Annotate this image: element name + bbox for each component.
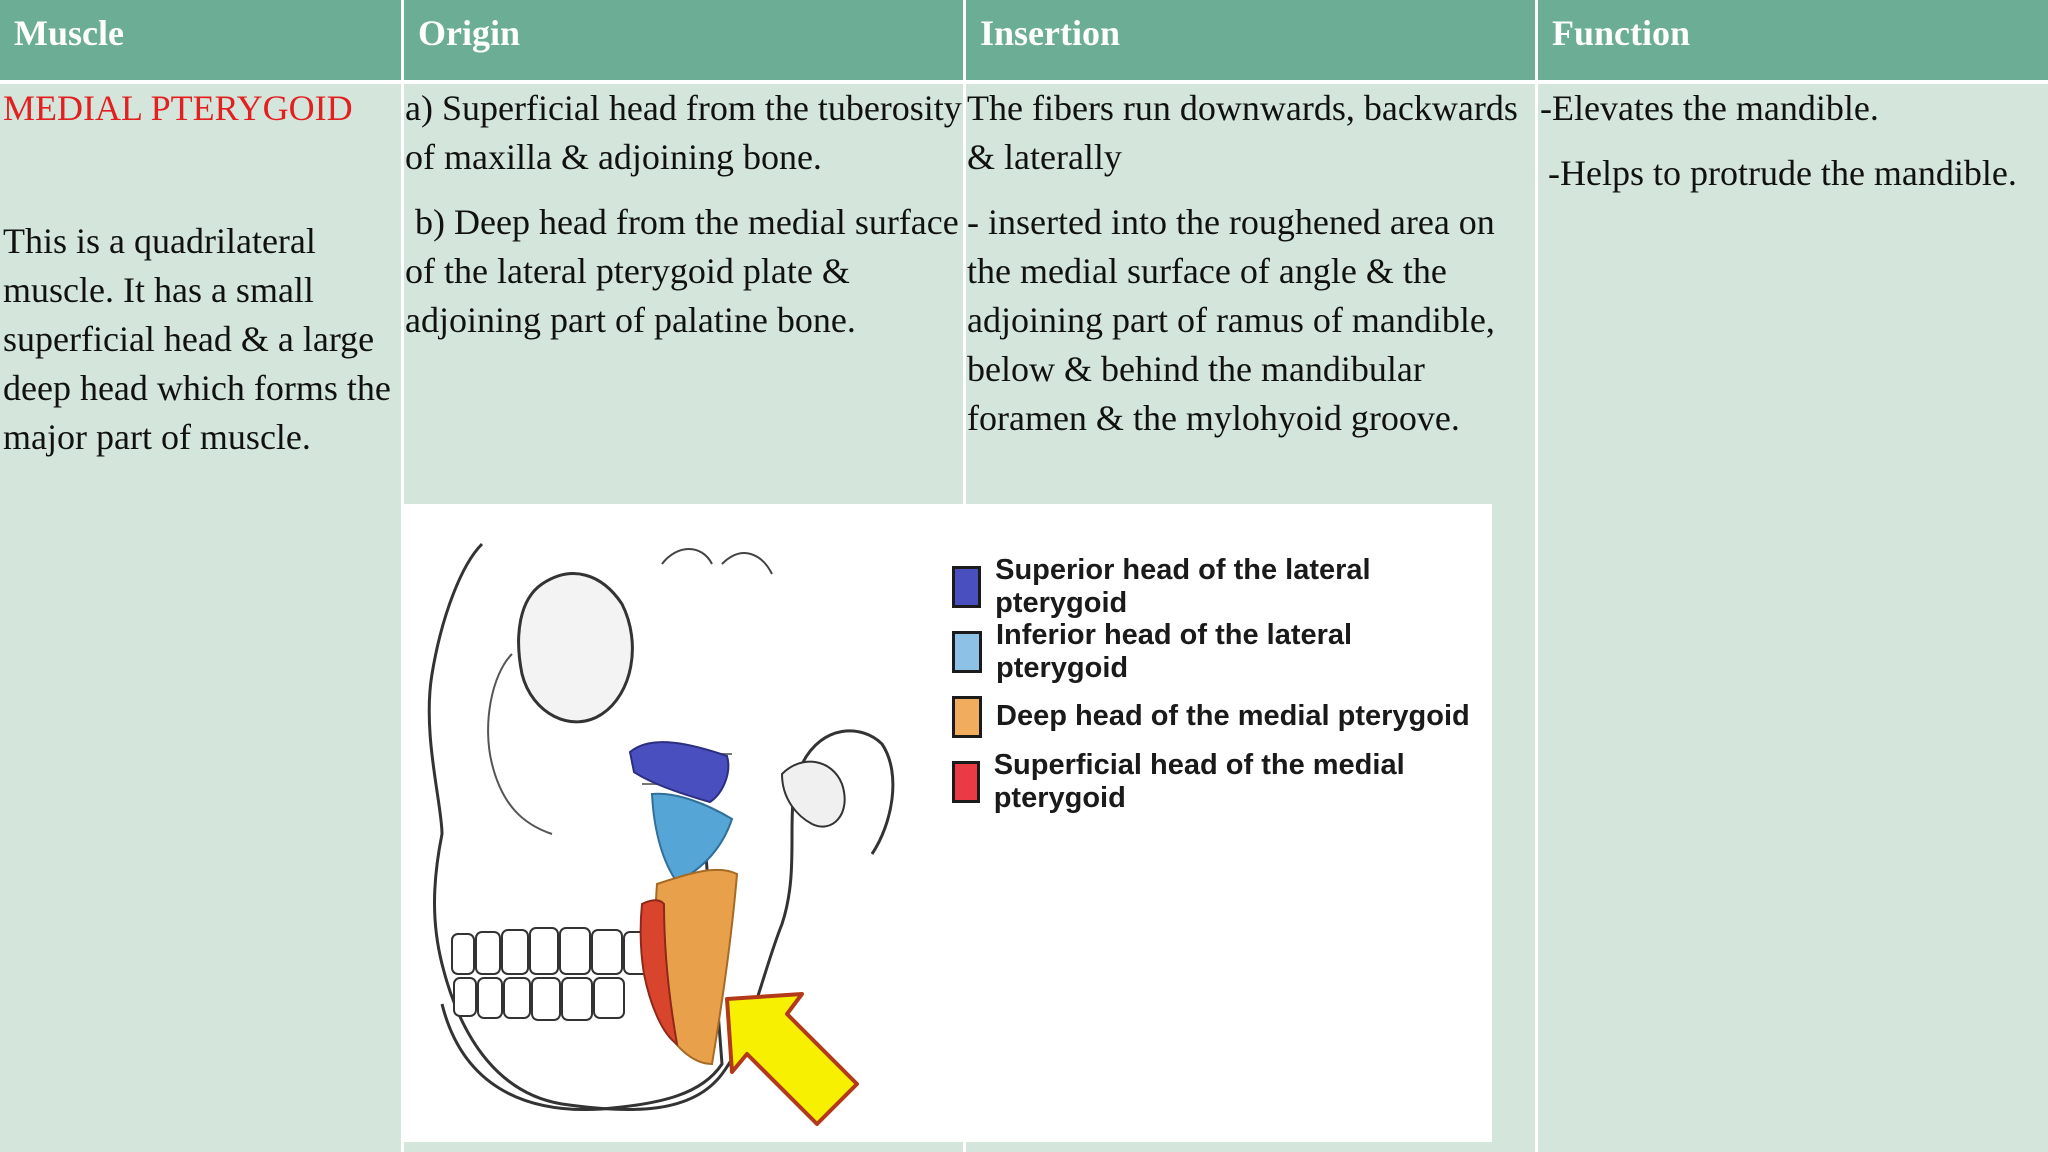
muscle-name: MEDIAL PTERYGOID bbox=[3, 88, 353, 128]
pointer-arrow bbox=[725, 992, 859, 1126]
legend-label: Superior head of the lateral pterygoid bbox=[995, 553, 1371, 619]
legend-label: Deep head of the medial pterygoid bbox=[996, 700, 1470, 732]
insertion-direction: The fibers run downwards, backwards & la… bbox=[967, 88, 1518, 177]
condyle-outline bbox=[780, 760, 846, 828]
header-muscle: Muscle bbox=[14, 13, 124, 53]
figure-legend: Superior head of the lateral pterygoid I… bbox=[952, 554, 1492, 814]
upper-teeth bbox=[451, 927, 655, 975]
legend-item: Inferior head of the lateral pterygoid bbox=[952, 619, 1492, 684]
column-divider bbox=[1535, 0, 1538, 1152]
function-elevates: -Elevates the mandible. bbox=[1540, 88, 1879, 128]
legend-swatch-superficial-medial bbox=[952, 760, 980, 803]
legend-item: Deep head of the medial pterygoid bbox=[952, 684, 1492, 749]
header-insertion: Insertion bbox=[980, 13, 1121, 53]
function-protrudes: -Helps to protrude the mandible. bbox=[1548, 153, 2017, 193]
legend-label: Superficial head of the medial pterygoid bbox=[993, 748, 1405, 814]
muscle-cell: MEDIAL PTERYGOID This is a quadrilateral… bbox=[3, 84, 401, 462]
origin-superficial-head: a) Superficial head from the tuberosity … bbox=[405, 88, 962, 177]
origin-cell: a) Superficial head from the tuberosity … bbox=[405, 84, 963, 345]
mandible-outline bbox=[440, 803, 724, 1112]
skull-illustration bbox=[427, 542, 895, 1126]
header-function: Function bbox=[1552, 13, 1691, 53]
header-origin: Origin bbox=[418, 13, 521, 53]
superficial-head-medial-pterygoid bbox=[639, 899, 679, 1047]
insertion-cell: The fibers run downwards, backwards & la… bbox=[967, 84, 1535, 443]
legend-swatch-deep-medial bbox=[952, 695, 982, 738]
insertion-site: - inserted into the roughened area on th… bbox=[967, 202, 1495, 438]
lower-teeth bbox=[453, 977, 625, 1021]
legend-swatch-inferior-lateral bbox=[952, 630, 982, 673]
legend-swatch-superior-lateral bbox=[952, 565, 982, 608]
origin-deep-head: b) Deep head from the medial surface of … bbox=[405, 202, 959, 340]
inferior-head-lateral-pterygoid bbox=[650, 792, 734, 884]
legend-label: Inferior head of the lateral pterygoid bbox=[995, 618, 1353, 684]
function-cell: -Elevates the mandible. -Helps to protru… bbox=[1540, 84, 2048, 198]
legend-item: Superficial head of the medial pterygoid bbox=[952, 749, 1492, 814]
muscle-description: This is a quadrilateral muscle. It has a… bbox=[3, 221, 391, 457]
superior-head-lateral-pterygoid bbox=[628, 741, 730, 804]
table-header-row: Muscle Origin Insertion Function bbox=[0, 0, 2048, 80]
orbit-outline bbox=[517, 572, 634, 724]
legend-item: Superior head of the lateral pterygoid bbox=[952, 554, 1492, 619]
header-divider bbox=[0, 80, 2048, 84]
pterygoid-anatomy-figure: Superior head of the lateral pterygoid I… bbox=[402, 504, 1492, 1142]
